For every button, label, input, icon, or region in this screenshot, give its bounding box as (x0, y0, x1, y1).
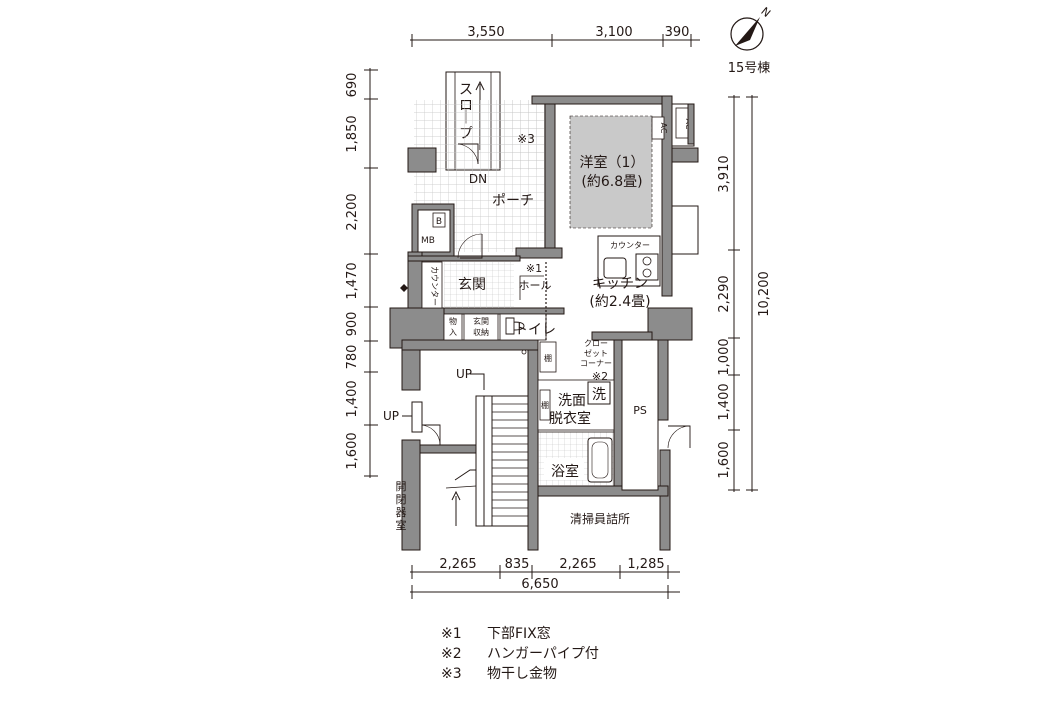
walls (389, 95, 693, 551)
note-mark-1: ※1 (441, 626, 462, 642)
note-mark-2: ※2 (441, 646, 462, 662)
note-3: ※3 物干し金物 (441, 664, 599, 684)
up-label-2: UP (383, 409, 399, 423)
notes: ※1 下部FIX窓 ※2 ハンガーパイプ付 ※3 物干し金物 (441, 624, 599, 684)
north-letter: N (758, 5, 773, 20)
washroom-label-1: 洗面 (558, 393, 586, 409)
ps-label: PS (633, 404, 647, 417)
tana-label-2: 棚 (541, 400, 549, 410)
washing-machine-label: 洗 (592, 387, 606, 403)
tana-label-1: 棚 (544, 353, 552, 363)
hall-label: ホール (519, 279, 552, 292)
mark-3: ※3 (517, 132, 535, 146)
ac-label-1: AC (659, 123, 668, 134)
kaihei-label-1: 開 (396, 480, 407, 493)
compass-circle (730, 17, 764, 51)
counter-vertical: カウンター (430, 266, 439, 306)
dim-left-5: 900 (345, 312, 360, 337)
note-text-3: 物干し金物 (487, 666, 557, 682)
note-text-2: ハンガーパイプ付 (487, 646, 599, 662)
western-room-size: (約6.8畳) (581, 174, 642, 190)
dim-bottom-1: 2,265 (439, 557, 476, 572)
dim-top-2: 3,100 (595, 25, 632, 40)
dim-right-2: 2,290 (717, 275, 732, 312)
dim-left-1: 690 (345, 73, 360, 98)
dim-right-4: 1,400 (717, 383, 732, 420)
kaihei-room: 開 閉 器 室 (396, 480, 407, 532)
dim-top-1: 3,550 (467, 25, 504, 40)
dimension-texts: 3,550 3,100 390 690 1,850 2,200 1,470 90… (345, 25, 772, 592)
compass: N 15号棟 (728, 5, 773, 76)
dim-right-3: 1,000 (717, 338, 732, 375)
north-arrow-icon (735, 17, 760, 46)
closet-label-2: ゼット (584, 348, 608, 358)
meter-box: B MB (411, 203, 455, 257)
dim-left-2: 1,850 (345, 115, 360, 152)
kaihei-label-3: 器 (396, 506, 407, 519)
western-room-name: 洋室（1） (580, 154, 645, 171)
dim-bottom-4: 1,285 (627, 557, 664, 572)
b-label: B (436, 217, 442, 227)
western-room: 洋室（1） (約6.8畳) AC (569, 115, 668, 229)
mark-1: ※1 (526, 262, 542, 275)
closet-label-1: クロー (584, 339, 608, 348)
note-1: ※1 下部FIX窓 (441, 624, 599, 644)
bath-label: 浴室 (551, 463, 579, 480)
dim-left-3: 2,200 (345, 193, 360, 230)
kitchen-counter-label: カウンター (610, 241, 650, 250)
washroom: 棚 洗面 脱衣室 洗 (537, 379, 615, 431)
dim-right-total: 10,200 (757, 271, 772, 317)
cleaner-room-label: 清掃員詰所 (570, 511, 630, 526)
dimension-lines (364, 34, 758, 599)
dim-bottom-3: 2,265 (559, 557, 596, 572)
mono-label-1: 物 (449, 316, 457, 326)
building-number: 15号棟 (728, 61, 771, 76)
closet: 棚 クロー ゼット コーナー ※2 (539, 339, 612, 383)
kaihei-label-4: 室 (396, 518, 407, 532)
dim-right-5: 1,600 (717, 441, 732, 478)
dim-left-6: 780 (345, 345, 360, 370)
genkan-storage-2: 収納 (473, 327, 489, 337)
genkan: カウンター 玄関 ※1 ホール (400, 233, 552, 309)
dim-bottom-total: 6,650 (521, 577, 558, 592)
pipe-space: PS (621, 339, 691, 491)
kitchen: カウンター キッチン (約2.4畳) (589, 235, 661, 310)
dim-bottom-2: 835 (505, 557, 530, 572)
dn-label: DN (469, 172, 487, 186)
porch-label: ポーチ (492, 193, 534, 209)
exterior-ac: AC (671, 103, 699, 255)
mono-label-2: 入 (449, 328, 457, 337)
note-2: ※2 ハンガーパイプ付 (441, 644, 599, 664)
dim-top-3: 390 (665, 25, 690, 40)
mb-label: MB (421, 236, 435, 246)
dim-left-8: 1,600 (345, 432, 360, 469)
kitchen-size: (約2.4畳) (589, 294, 650, 310)
dim-left-4: 1,470 (345, 262, 360, 299)
note-mark-3: ※3 (441, 666, 462, 682)
kitchen-name: キッチン (592, 276, 648, 292)
staircase (411, 349, 529, 527)
dim-right-1: 3,910 (717, 155, 732, 192)
genkan-storage-1: 玄関 (473, 316, 489, 326)
note-text-1: 下部FIX窓 (487, 626, 551, 642)
kaihei-label-2: 閉 (396, 493, 407, 506)
dim-left-7: 1,400 (345, 380, 360, 417)
genkan-label: 玄関 (458, 276, 486, 293)
washroom-label-2: 脱衣室 (549, 410, 591, 427)
toilet-label: トイレ (514, 322, 556, 338)
up-label-1: UP (456, 367, 472, 381)
bath: 浴室 (537, 431, 615, 487)
slope-label-1: ス (459, 82, 473, 98)
storage-toilet: 物 入 玄関 収納 トイレ (443, 262, 556, 341)
toilet-icon (505, 317, 525, 335)
closet-label-3: コーナー (580, 359, 612, 368)
porch: ※3 DN ポーチ (407, 100, 553, 252)
